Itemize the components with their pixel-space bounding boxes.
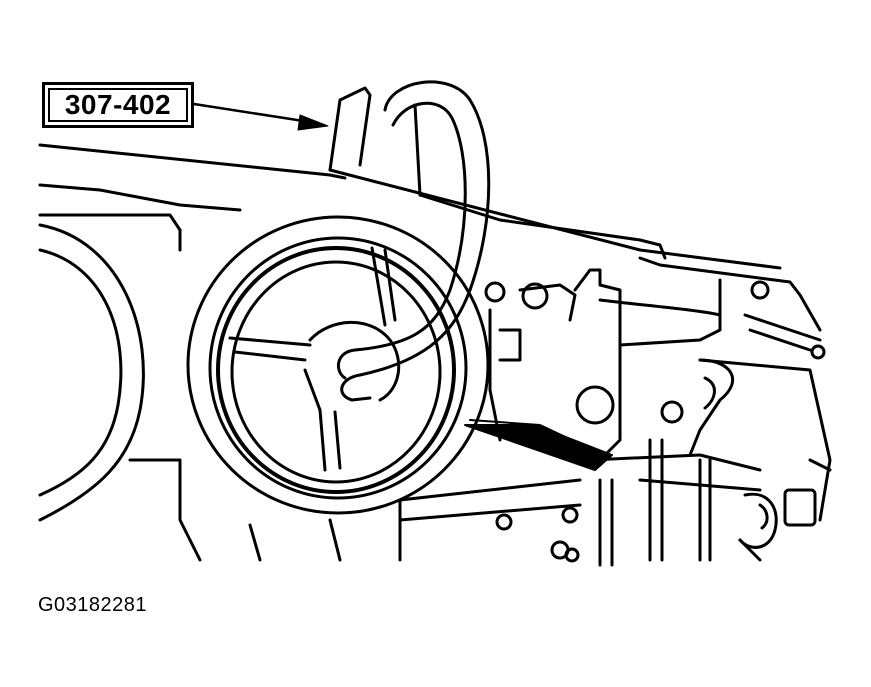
housing-outline [38,143,822,332]
tool-leader [192,102,329,131]
engine-block [248,268,832,567]
tool-number-text: 307-402 [64,89,172,120]
special-tool-307-402 [328,80,491,402]
pointer-arrow [464,419,613,471]
figure-id: G03182281 [38,594,148,616]
tool-number-label: 307-402 [42,82,194,128]
left-pulley [38,223,202,562]
crank-pulley [186,215,490,515]
